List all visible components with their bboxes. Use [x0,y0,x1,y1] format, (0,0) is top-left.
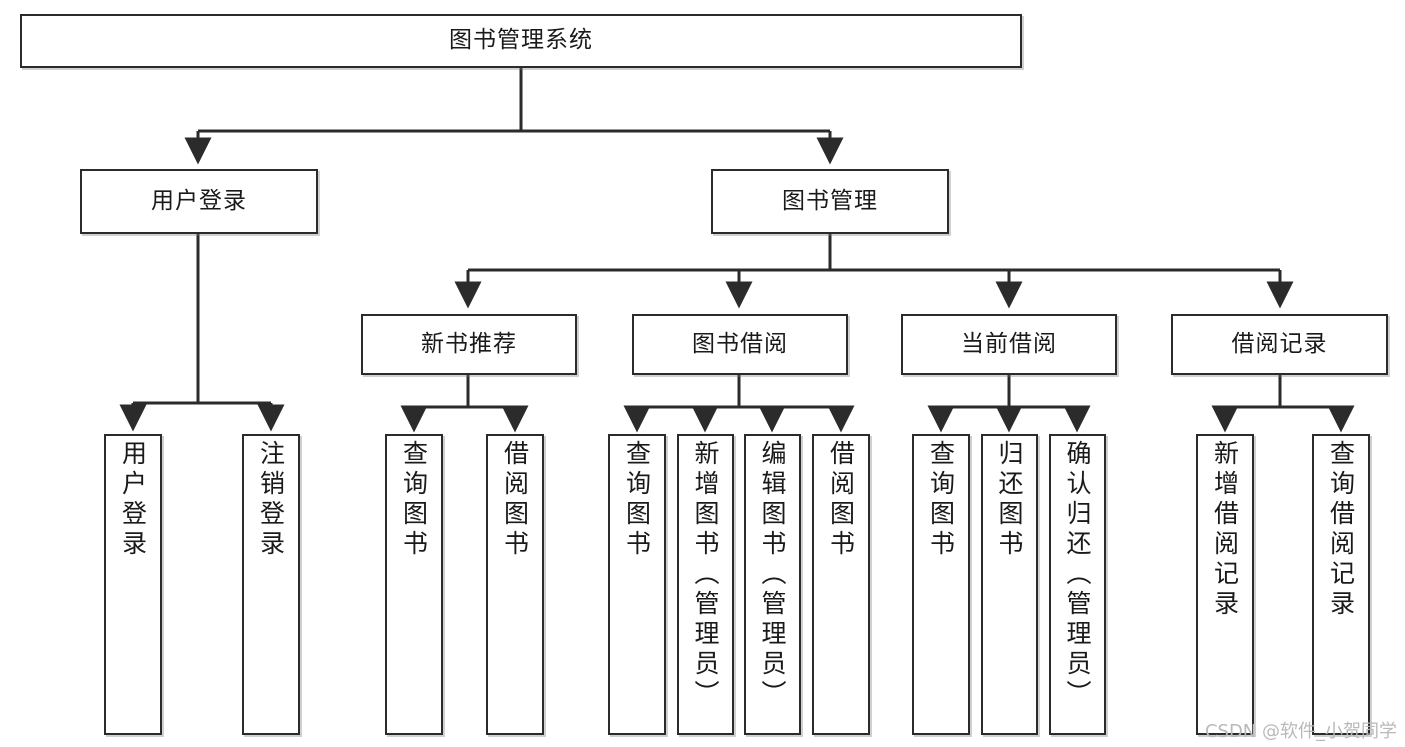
node-leaf-edit-book[interactable]: 编辑图书（管理员） [744,434,801,735]
node-leaf-query-book-1[interactable]: 查询图书 [385,434,443,735]
watermark-text: CSDN @软件_小贺同学 [1204,721,1397,742]
node-leaf-logout-login[interactable]: 注销登录 [242,434,300,735]
node-leaf-query-record[interactable]: 查询借阅记录 [1312,434,1370,735]
node-leaf-confirm-return[interactable]: 确认归还（管理员） [1049,434,1106,735]
node-label: 图书管理系统 [449,27,593,54]
node-current-borrow[interactable]: 当前借阅 [901,314,1117,375]
node-label: 借阅记录 [1231,330,1328,357]
node-label: 查询图书 [926,440,956,560]
node-label: 编辑图书（管理员） [758,440,787,710]
node-leaf-add-record[interactable]: 新增借阅记录 [1196,434,1254,735]
node-leaf-borrow-book-1[interactable]: 借阅图书 [486,434,544,735]
node-label: 归还图书 [995,440,1024,560]
node-label: 当前借阅 [961,330,1057,357]
node-leaf-add-book[interactable]: 新增图书（管理员） [677,434,734,735]
node-label: 借阅图书 [500,440,530,560]
node-leaf-query-book-2[interactable]: 查询图书 [608,434,666,735]
node-leaf-query-book-3[interactable]: 查询图书 [912,434,970,735]
node-label: 新书推荐 [421,330,517,357]
node-user-login[interactable]: 用户登录 [80,169,318,234]
node-label: 确认归还（管理员） [1063,440,1092,710]
node-label: 用户登录 [151,187,247,214]
node-new-book-recommend[interactable]: 新书推荐 [361,314,577,375]
node-book-borrow[interactable]: 图书借阅 [632,314,848,375]
node-borrow-record[interactable]: 借阅记录 [1171,314,1388,375]
node-leaf-user-login[interactable]: 用户登录 [104,434,162,735]
node-label: 查询借阅记录 [1326,440,1356,620]
node-label: 查询图书 [399,440,429,560]
node-label: 借阅图书 [826,440,856,560]
node-root-system[interactable]: 图书管理系统 [20,14,1022,68]
node-label: 查询图书 [622,440,652,560]
node-label: 图书管理 [782,187,878,214]
node-leaf-borrow-book-2[interactable]: 借阅图书 [812,434,870,735]
node-leaf-return-book[interactable]: 归还图书 [981,434,1038,735]
node-label: 注销登录 [256,440,286,560]
node-label: 新增借阅记录 [1210,440,1240,620]
node-label: 图书借阅 [692,330,788,357]
node-label: 新增图书（管理员） [691,440,720,710]
node-label: 用户登录 [118,440,148,560]
node-book-manage[interactable]: 图书管理 [711,169,949,234]
